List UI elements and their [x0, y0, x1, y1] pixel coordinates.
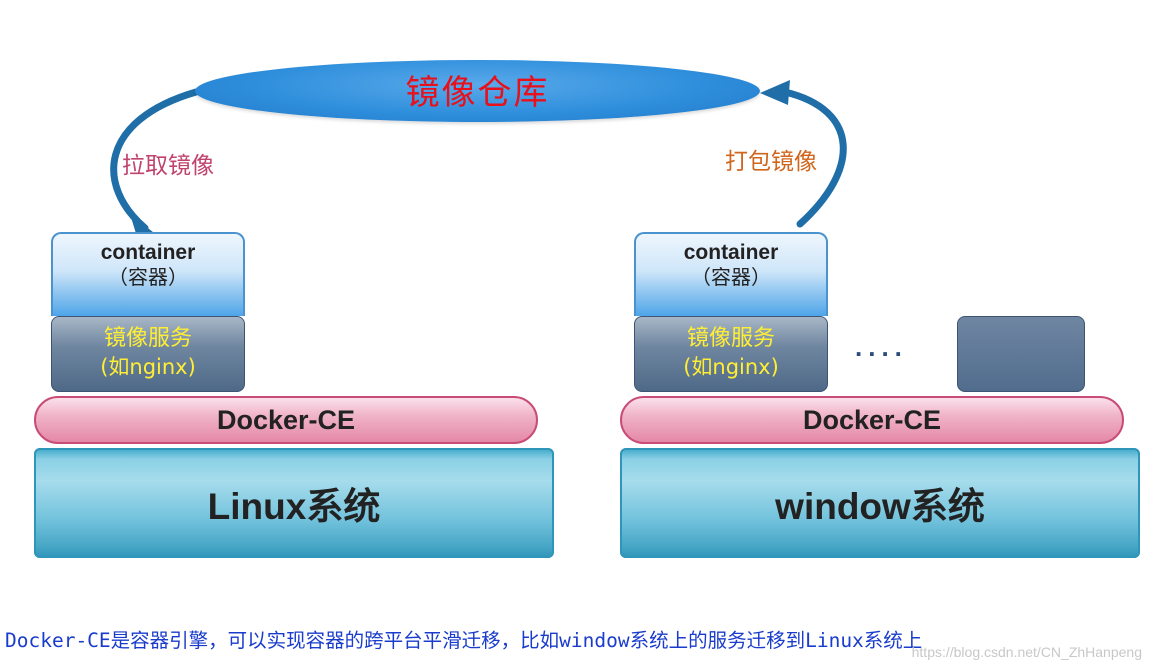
pull-image-label: 拉取镜像 — [122, 153, 214, 179]
container-title: container — [683, 241, 779, 264]
ellipsis-more: .... — [855, 332, 908, 362]
service-label: 镜像服务 — [103, 326, 192, 351]
os-label: Linux系统 — [207, 486, 381, 527]
watermark: https://blog.csdn.net/CN_ZhHanpeng — [911, 644, 1142, 660]
docker-ce-bar-linux: Docker-CE — [34, 396, 538, 444]
container-subtitle: （容器） — [108, 265, 188, 289]
service-example: (如nginx) — [100, 355, 196, 379]
push-image-label: 打包镜像 — [725, 149, 817, 175]
docker-ce-label: Docker-CE — [802, 404, 942, 435]
container-box-window: container （容器） — [634, 232, 828, 316]
service-example: (如nginx) — [683, 355, 779, 379]
push-arrow-head — [760, 80, 790, 105]
window-os-bar: window系统 — [620, 448, 1140, 558]
pull-arrow — [110, 88, 200, 232]
docker-ce-bar-window: Docker-CE — [620, 396, 1124, 444]
image-repository: 镜像仓库 — [195, 60, 760, 122]
repository-label: 镜像仓库 — [405, 72, 550, 113]
docker-ce-label: Docker-CE — [216, 404, 356, 435]
service-label: 镜像服务 — [686, 326, 775, 351]
container-title: container — [100, 241, 196, 264]
push-arrow — [781, 88, 847, 228]
linux-os-bar: Linux系统 — [34, 448, 554, 558]
image-service-box-window: 镜像服务 (如nginx) — [634, 316, 828, 392]
caption-text: Docker-CE是容器引擎，可以实现容器的跨平台平滑迁移，比如window系统… — [5, 629, 923, 652]
container-subtitle: （容器） — [691, 265, 771, 289]
container-box-linux: container （容器） — [51, 232, 245, 316]
additional-service-box — [957, 316, 1085, 392]
os-label: window系统 — [775, 486, 985, 527]
image-service-box-linux: 镜像服务 (如nginx) — [51, 316, 245, 392]
